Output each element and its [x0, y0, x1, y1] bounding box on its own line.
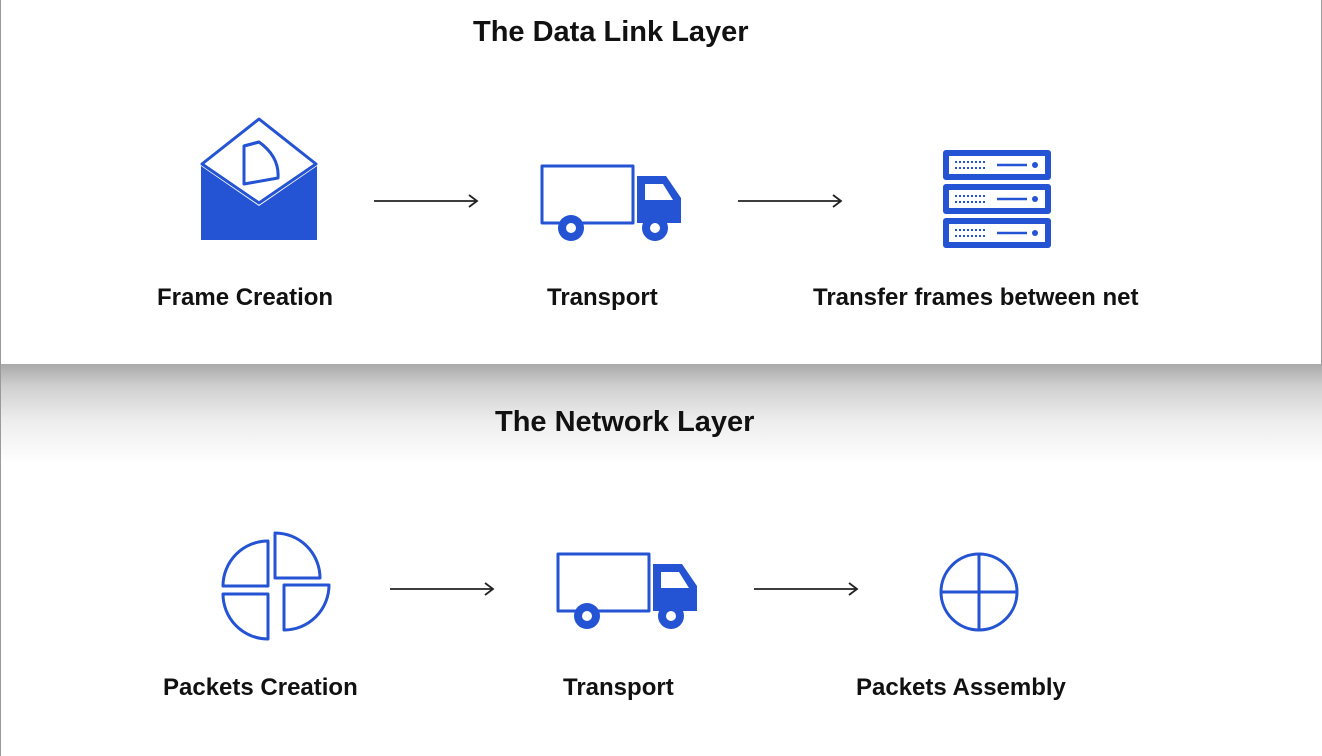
- network-layer-panel: The Network Layer Packets Creation Trans…: [0, 364, 1322, 756]
- truck-icon: [556, 552, 697, 629]
- envelope-icon: [200, 117, 318, 240]
- data-link-title: The Data Link Layer: [473, 16, 749, 48]
- step-label-transport: Transport: [563, 674, 674, 701]
- server-rack-icon: [943, 150, 1051, 248]
- step-label-packets-creation: Packets Creation: [163, 674, 358, 701]
- split-packets-icon: [221, 531, 331, 641]
- arrow-icon: [738, 194, 843, 208]
- step-label-transport: Transport: [547, 284, 658, 311]
- network-title: The Network Layer: [495, 406, 755, 438]
- step-label-frame-creation: Frame Creation: [157, 284, 334, 311]
- step-label-packets-assembly: Packets Assembly: [856, 674, 1066, 701]
- arrow-icon: [390, 582, 495, 596]
- arrow-icon: [374, 194, 479, 208]
- arrow-icon: [754, 582, 859, 596]
- truck-icon: [540, 164, 681, 241]
- assembled-circle-icon: [939, 552, 1019, 632]
- data-link-layer-panel: The Data Link Layer: [0, 0, 1322, 364]
- step-label-transfer-frames: Transfer frames between net: [813, 284, 1139, 311]
